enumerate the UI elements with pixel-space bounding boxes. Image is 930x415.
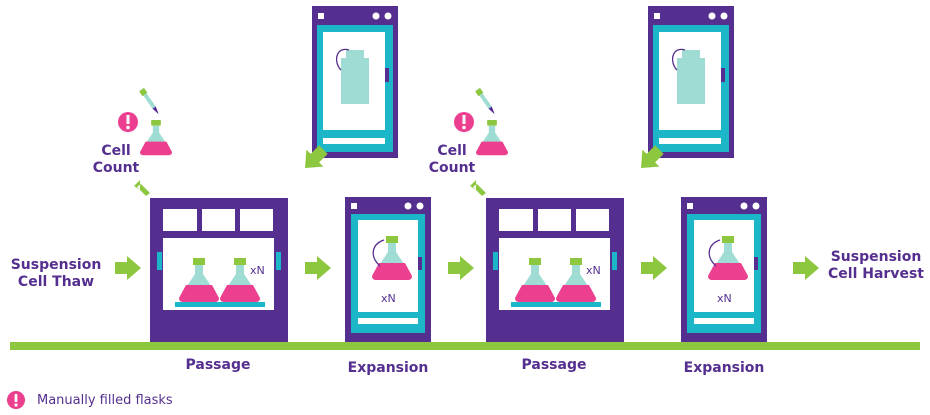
cell-count-label-line-1: Cell [437, 143, 467, 159]
baseline-bar [10, 342, 920, 350]
expansion-machine-2 [681, 197, 767, 342]
stage-label-expansion-1: Expansion [347, 360, 429, 376]
end-label: Suspension Cell Harvest [826, 249, 926, 283]
multiplier-label: xN [250, 264, 265, 277]
multiplier-label: xN [717, 292, 732, 305]
passage-machine-1 [150, 198, 288, 342]
start-label: Suspension Cell Thaw [4, 257, 108, 291]
cell-count-group-2 [454, 87, 508, 156]
flask-icon [476, 120, 508, 156]
cell-count-group-1 [118, 87, 172, 156]
arrow-icon [793, 256, 819, 280]
arrow-icon [448, 256, 474, 280]
stage-label-expansion-2: Expansion [683, 360, 765, 376]
end-label-line-1: Suspension [830, 249, 922, 265]
arrow-icon [305, 256, 331, 280]
arrow-icon [641, 145, 664, 168]
arrow-icon [134, 180, 150, 196]
incubator-top-2 [648, 6, 734, 158]
cell-count-label-line-2: Count [428, 160, 476, 176]
arrow-icon [115, 256, 141, 280]
multiplier-label: xN [381, 292, 396, 305]
start-label-line-1: Suspension [10, 257, 102, 273]
legend-warning-icon [7, 391, 25, 409]
legend-text: Manually filled flasks [37, 393, 173, 408]
cell-count-label-1: Cell Count [86, 143, 146, 177]
cell-count-label-line-2: Count [92, 160, 140, 176]
cell-count-label-line-1: Cell [101, 143, 131, 159]
arrow-icon [470, 180, 486, 196]
start-label-line-2: Cell Thaw [17, 274, 95, 290]
cell-count-label-2: Cell Count [422, 143, 482, 177]
passage-machine-2 [486, 198, 624, 342]
bottle-icon [671, 48, 705, 104]
flask-icon [140, 120, 172, 156]
pipette-icon [475, 87, 495, 115]
multiplier-label: xN [586, 264, 601, 277]
stage-label-passage-1: Passage [185, 357, 251, 373]
bottle-icon [335, 48, 369, 104]
arrow-icon [641, 256, 667, 280]
incubator-top-1 [312, 6, 398, 158]
warning-icon [118, 112, 138, 132]
end-label-line-2: Cell Harvest [828, 266, 924, 282]
expansion-machine-1 [345, 197, 431, 342]
pipette-icon [139, 87, 159, 115]
stage-label-passage-2: Passage [521, 357, 587, 373]
arrow-icon [305, 145, 328, 168]
warning-icon [454, 112, 474, 132]
